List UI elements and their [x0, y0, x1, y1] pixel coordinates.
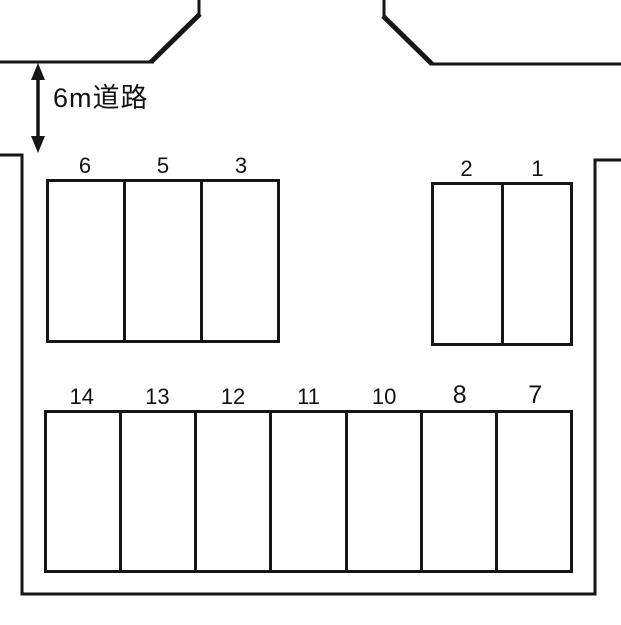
stall-box-7 — [494, 413, 570, 570]
road-width-arrow-icon — [31, 63, 45, 153]
stall-number-3: 3 — [234, 153, 248, 178]
stall-number-row: 2 1 — [431, 154, 573, 182]
stall-boxes — [44, 410, 573, 573]
stall-number-5: 5 — [156, 153, 170, 178]
stall-number-12: 12 — [220, 384, 246, 409]
stall-number-14: 14 — [69, 384, 95, 409]
stall-box-12 — [194, 413, 269, 570]
stall-box-5 — [123, 182, 200, 340]
stall-box-8 — [419, 413, 495, 570]
stall-number-11: 11 — [297, 384, 320, 409]
stall-number-13: 13 — [145, 384, 170, 409]
stall-box-1 — [500, 185, 571, 343]
stall-number-10: 10 — [371, 384, 397, 409]
property-boundary — [0, 153, 621, 596]
stall-number-7: 7 — [528, 381, 543, 409]
stall-box-6 — [49, 182, 123, 340]
stall-group-upper-left: 6 5 3 — [46, 151, 280, 343]
stall-number-8: 8 — [452, 381, 467, 409]
stall-box-10 — [344, 413, 420, 570]
stall-group-lower: 14 13 12 11 10 8 7 — [44, 382, 573, 573]
stall-box-14 — [47, 413, 119, 570]
stall-group-upper-right: 2 1 — [431, 154, 573, 346]
stall-box-2 — [434, 185, 501, 343]
stall-number-row: 14 13 12 11 10 8 7 — [44, 382, 573, 410]
road-edge-right — [381, 0, 621, 66]
stall-boxes — [46, 179, 280, 343]
stall-box-11 — [269, 413, 344, 570]
stall-box-3 — [200, 182, 277, 340]
road-edge-left — [0, 0, 202, 64]
stall-boxes — [431, 182, 573, 346]
stall-number-6: 6 — [78, 153, 92, 178]
stall-number-2: 2 — [460, 156, 473, 181]
stall-number-row: 6 5 3 — [46, 151, 280, 179]
stall-box-13 — [119, 413, 194, 570]
stall-number-1: 1 — [531, 156, 544, 181]
road-width-label: 6m道路 — [53, 83, 149, 113]
